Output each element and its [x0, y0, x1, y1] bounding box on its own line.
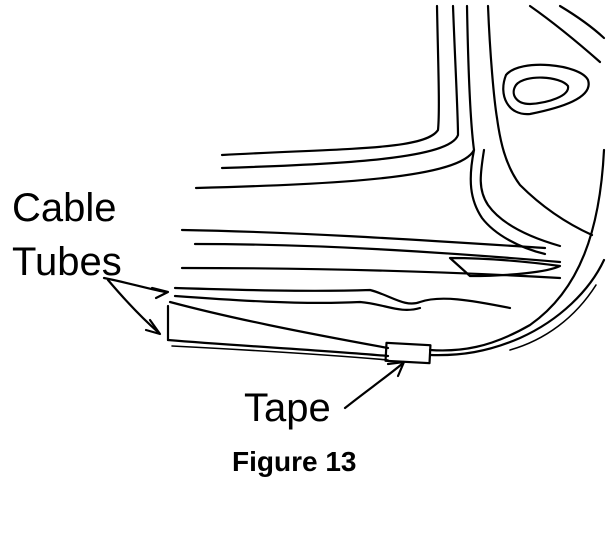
tape-band	[384, 341, 432, 365]
cable-tubes-arrows	[102, 276, 170, 336]
tubes-label: Tubes	[12, 240, 122, 284]
figure-caption: Figure 13	[232, 446, 357, 477]
outer-rim	[428, 148, 606, 357]
cable-label: Cable	[12, 186, 117, 230]
cable-tubes	[166, 286, 512, 361]
inner-channel	[469, 116, 594, 256]
housing-outline	[194, 4, 606, 190]
oval-boss	[502, 63, 590, 116]
housing-ribs	[180, 228, 562, 280]
tape-label: Tape	[244, 386, 331, 430]
tape-arrow	[343, 360, 406, 410]
